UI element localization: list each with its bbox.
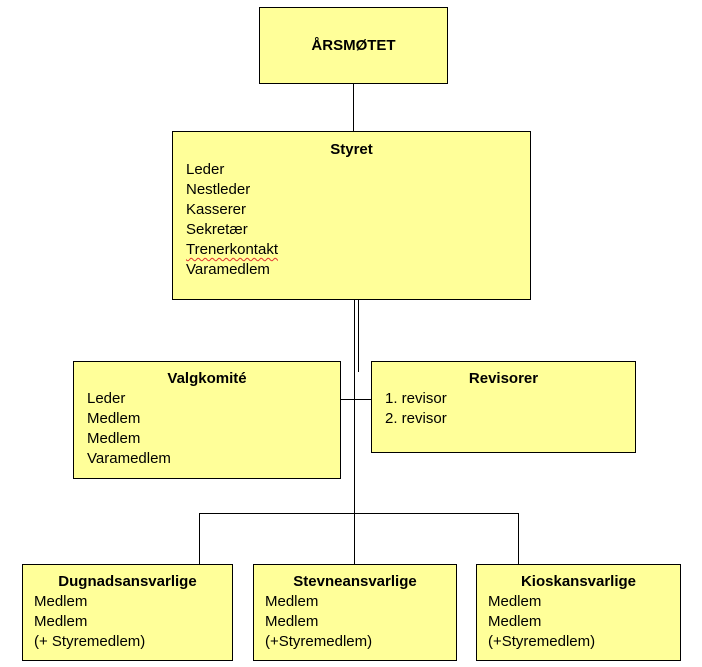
kiosk-title: Kioskansvarlige <box>520 573 637 590</box>
kiosk-item: Medlem <box>488 593 542 610</box>
auditors-item: 2. revisor <box>385 410 447 427</box>
kiosk-item: Medlem <box>488 613 542 630</box>
competition-item: Medlem <box>265 613 319 630</box>
annual-meeting-box: ÅRSMØTET <box>259 7 448 84</box>
auditors-box: Revisorer 1. revisor 2. revisor <box>371 361 636 453</box>
nomination-committee-item: Medlem <box>87 410 141 427</box>
volunteer-work-item: Medlem <box>34 613 88 630</box>
nomination-committee-title: Valgkomité <box>167 370 247 387</box>
volunteer-work-title: Dugnadsansvarlige <box>58 573 197 590</box>
board-items: Leder Nestleder Kasserer Sekretær Trener… <box>186 160 530 280</box>
annual-meeting-title: ÅRSMØTET <box>311 36 396 54</box>
nomination-committee-item: Medlem <box>87 430 141 447</box>
board-item: Kasserer <box>186 201 247 218</box>
board-item: Nestleder <box>186 181 251 198</box>
board-item: Leder <box>186 161 225 178</box>
board-item: Trenerkontakt <box>186 240 530 260</box>
board-box: Styret Leder Nestleder Kasserer Sekretær… <box>172 131 531 300</box>
volunteer-work-item: (+ Styremedlem) <box>34 633 146 650</box>
board-item: Sekretær <box>186 221 248 238</box>
competition-item: (+Styremedlem) <box>265 633 373 650</box>
competition-box: Stevneansvarlige Medlem Medlem (+Styreme… <box>253 564 457 661</box>
board-title: Styret <box>330 141 373 158</box>
kiosk-box: Kioskansvarlige Medlem Medlem (+Styremed… <box>476 564 681 661</box>
nomination-committee-items: Leder Medlem Medlem Varamedlem <box>87 389 340 469</box>
competition-title: Stevneansvarlige <box>293 573 417 590</box>
kiosk-items: Medlem Medlem (+Styremedlem) <box>488 592 680 652</box>
competition-item: Medlem <box>265 593 319 610</box>
nomination-committee-item: Varamedlem <box>87 450 171 467</box>
volunteer-work-box: Dugnadsansvarlige Medlem Medlem (+ Styre… <box>22 564 233 661</box>
nomination-committee-box: Valgkomité Leder Medlem Medlem Varamedle… <box>73 361 341 479</box>
competition-items: Medlem Medlem (+Styremedlem) <box>265 592 456 652</box>
auditors-title: Revisorer <box>468 370 539 387</box>
board-item-spellcheck: Trenerkontakt <box>186 241 278 258</box>
volunteer-work-items: Medlem Medlem (+ Styremedlem) <box>34 592 232 652</box>
auditors-items: 1. revisor 2. revisor <box>385 389 635 429</box>
auditors-item: 1. revisor <box>385 390 447 407</box>
nomination-committee-item: Leder <box>87 390 126 407</box>
kiosk-item: (+Styremedlem) <box>488 633 596 650</box>
board-item: Varamedlem <box>186 261 270 278</box>
volunteer-work-item: Medlem <box>34 593 88 610</box>
